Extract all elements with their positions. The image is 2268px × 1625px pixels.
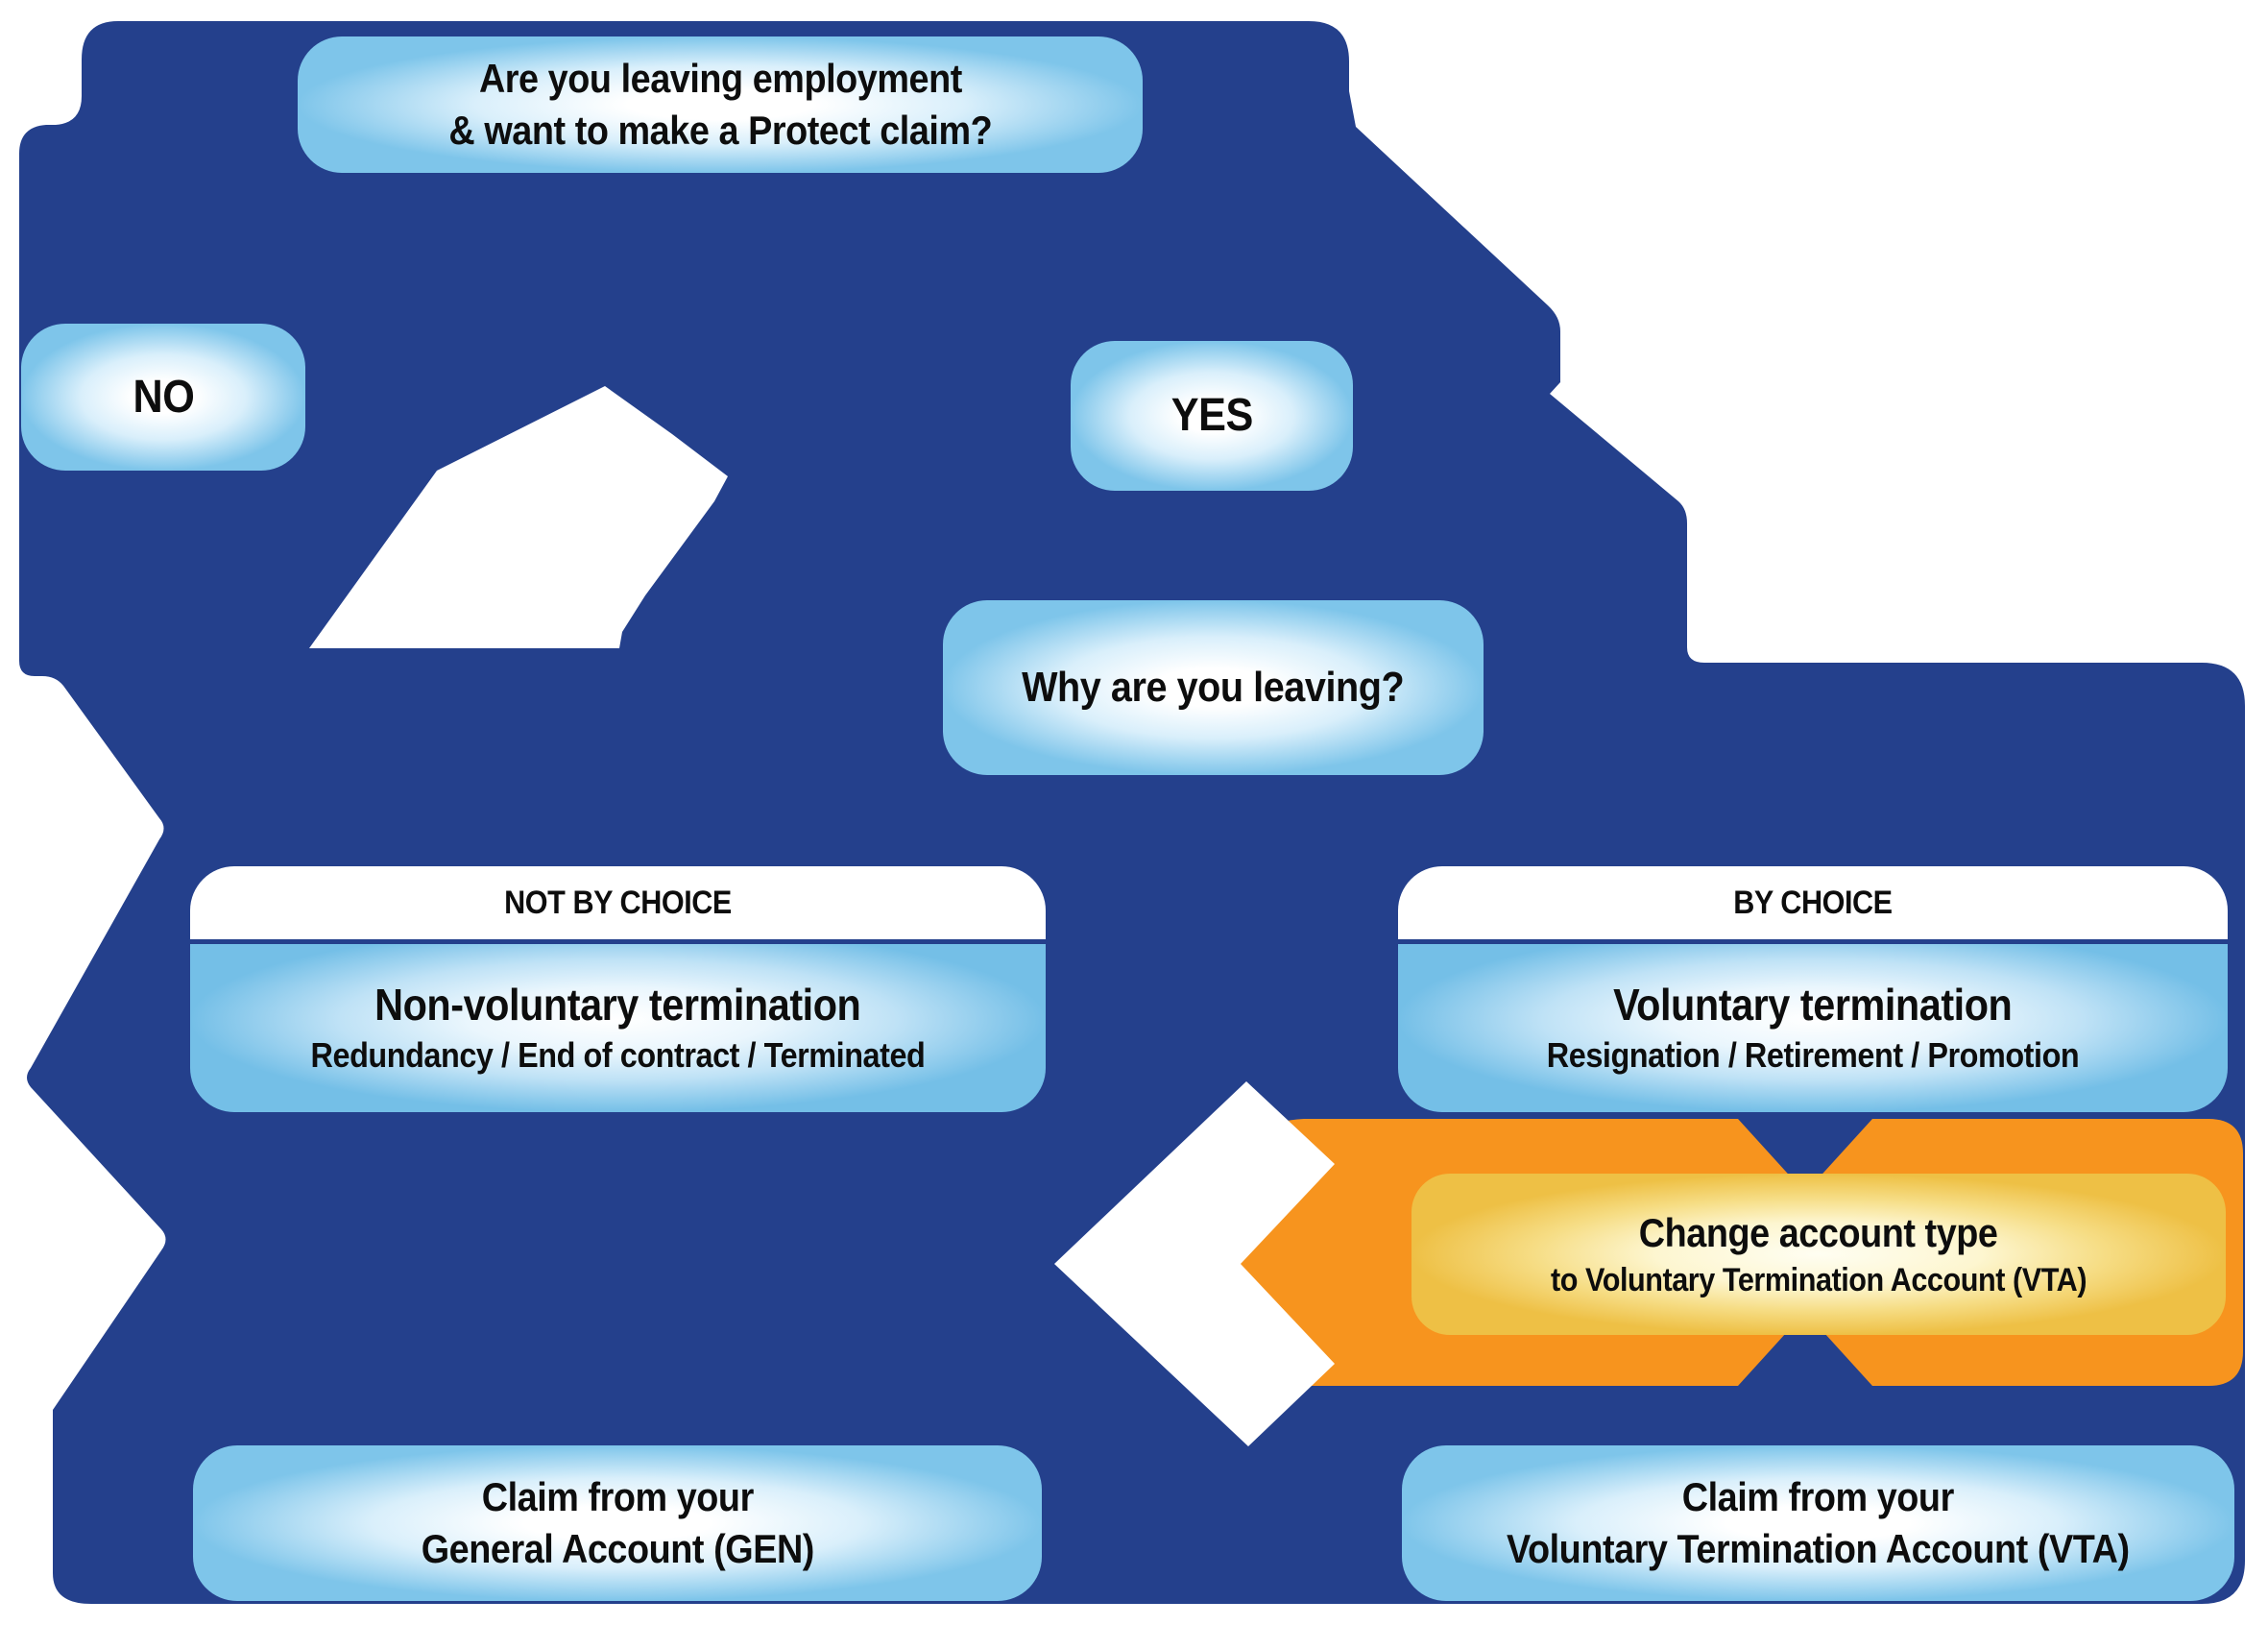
node-by-choice: BY CHOICE Voluntary termination Resignat…	[1398, 866, 2228, 1112]
claim-gen-line2: General Account (GEN)	[421, 1526, 814, 1571]
not-by-choice-body: Non-voluntary termination Redundancy / E…	[190, 944, 1046, 1112]
node-yes: YES	[1071, 341, 1353, 491]
white-chevron-arrow-left	[1054, 1081, 1335, 1446]
node-claim-general-account: Claim from your General Account (GEN)	[193, 1445, 1042, 1601]
not-by-choice-subtitle: Redundancy / End of contract / Terminate…	[310, 1034, 926, 1075]
not-by-choice-title: Non-voluntary termination	[374, 980, 861, 1031]
by-choice-header-label: BY CHOICE	[1733, 884, 1893, 921]
node-change-account-type: Change account type to Voluntary Termina…	[1411, 1174, 2226, 1335]
not-by-choice-header: NOT BY CHOICE	[190, 866, 1046, 944]
no-label: NO	[133, 371, 194, 423]
change-account-subtitle: to Voluntary Termination Account (VTA)	[1550, 1262, 2087, 1299]
node-claim-vta-account: Claim from your Voluntary Termination Ac…	[1402, 1445, 2234, 1601]
node-question: Are you leaving employment & want to mak…	[298, 36, 1143, 173]
claim-gen-line1: Claim from your	[481, 1474, 754, 1520]
claim-vta-line2: Voluntary Termination Account (VTA)	[1507, 1526, 2130, 1571]
yes-label: YES	[1170, 390, 1253, 442]
node-no: NO	[21, 324, 305, 471]
not-by-choice-header-label: NOT BY CHOICE	[504, 884, 732, 921]
claim-vta-line1: Claim from your	[1681, 1474, 1955, 1520]
question-line1: Are you leaving employment	[478, 56, 962, 102]
why-label: Why are you leaving?	[1022, 663, 1405, 711]
question-line2: & want to make a Protect claim?	[448, 108, 992, 153]
change-account-title: Change account type	[1639, 1209, 1998, 1255]
by-choice-subtitle: Resignation / Retirement / Promotion	[1546, 1034, 2080, 1075]
by-choice-header: BY CHOICE	[1398, 866, 2228, 944]
node-not-by-choice: NOT BY CHOICE Non-voluntary termination …	[190, 866, 1046, 1112]
white-connector-wedge	[309, 386, 728, 648]
node-why-leaving: Why are you leaving?	[943, 600, 1484, 775]
by-choice-title: Voluntary termination	[1613, 980, 2013, 1031]
by-choice-body: Voluntary termination Resignation / Reti…	[1398, 944, 2228, 1112]
